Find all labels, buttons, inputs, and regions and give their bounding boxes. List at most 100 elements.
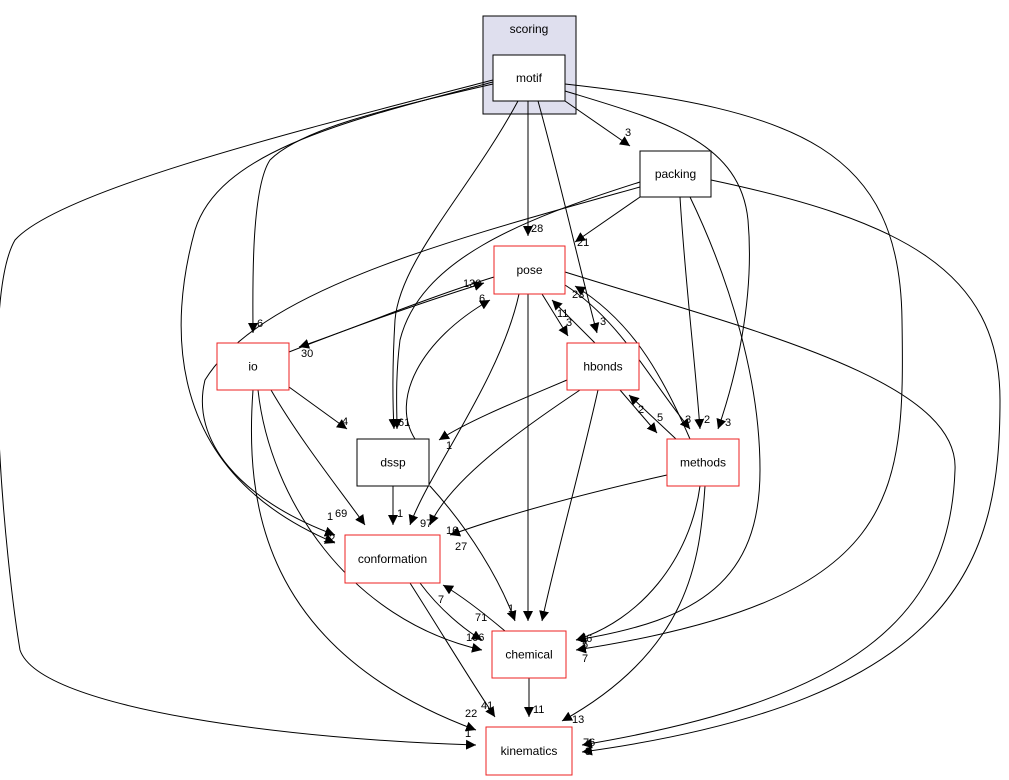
edge-label[interactable]: 5	[657, 412, 663, 424]
node-io[interactable]: io	[216, 342, 290, 391]
node-label[interactable]: dssp	[380, 456, 406, 470]
edge-methods-to-kinematics[interactable]: 13	[561, 485, 706, 726]
edge-pose-to-hbonds[interactable]: 3	[541, 293, 572, 337]
edge-label[interactable]: 1	[508, 603, 514, 615]
edge-label[interactable]: 69	[335, 508, 347, 520]
edge-label[interactable]: 11	[533, 704, 544, 716]
edge-label[interactable]: 6	[257, 318, 263, 330]
edge-label[interactable]: 1	[397, 508, 403, 520]
edge-label[interactable]: 23	[572, 289, 584, 301]
edge-label[interactable]: 1	[465, 728, 471, 740]
edge-motif-to-kinematics[interactable]: 1	[0, 79, 494, 750]
edge-io-to-pose[interactable]: 130	[288, 278, 485, 353]
edge-label[interactable]: 130	[463, 278, 481, 290]
edge-conformation-to-kinematics[interactable]: 41	[409, 582, 496, 718]
edge-label[interactable]: 21	[577, 237, 589, 249]
edge-label[interactable]: 6	[479, 293, 485, 305]
edge-motif-to-hbonds[interactable]: 3	[537, 100, 606, 334]
node-box[interactable]	[639, 150, 712, 198]
edge-methods-to-pose[interactable]: 23	[572, 285, 691, 440]
edge-label[interactable]: 97	[420, 518, 432, 530]
node-label[interactable]: pose	[516, 263, 542, 277]
edge-label[interactable]: 3	[685, 414, 691, 426]
edge-io-to-kinematics[interactable]: 22	[250, 389, 477, 732]
edge-label[interactable]: 11	[557, 308, 568, 320]
edge-label[interactable]: 1	[446, 440, 452, 452]
edge-label[interactable]: 106	[466, 632, 484, 644]
edge-packing-to-chemical[interactable]: 5	[575, 196, 761, 651]
edge-label[interactable]: 7	[438, 594, 444, 606]
node-methods[interactable]: methods	[666, 438, 740, 487]
edge-motif-to-chemical[interactable]: 7	[564, 83, 903, 665]
edge-label[interactable]: 16	[580, 633, 592, 645]
edge-packing-to-methods[interactable]: 2	[679, 196, 710, 430]
node-label[interactable]: kinematics	[501, 744, 558, 758]
edge-methods-to-hbonds[interactable]: 5	[628, 394, 677, 440]
edge-label[interactable]: 71	[475, 612, 487, 624]
edge-label[interactable]: 27	[455, 541, 467, 553]
edge-hbonds-to-dssp[interactable]: 1	[438, 379, 568, 452]
edge-conformation-to-chemical[interactable]: 71	[419, 582, 487, 641]
node-box[interactable]	[566, 342, 640, 391]
edge-packing-to-kinematics[interactable]: 3	[581, 179, 1001, 758]
edge-chemical-to-conformation[interactable]: 7	[438, 584, 506, 632]
edge-label[interactable]: 28	[531, 223, 543, 235]
node-conformation[interactable]: conformation	[344, 534, 441, 584]
node-label[interactable]: chemical	[505, 648, 552, 662]
edge-label[interactable]: 3	[566, 317, 572, 329]
edge-io-to-dssp[interactable]: 4	[288, 386, 348, 430]
edge-pose-to-chemical[interactable]: 116	[523, 294, 546, 646]
node-label[interactable]: io	[248, 360, 258, 374]
edge-motif-to-io[interactable]: 6	[247, 83, 494, 334]
edge-hbonds-to-chemical[interactable]: 64	[539, 389, 599, 646]
edge-pose-to-conformation[interactable]: 97	[408, 293, 520, 530]
edge-dssp-to-chemical[interactable]: 1	[429, 485, 517, 622]
node-pose[interactable]: pose	[493, 245, 566, 295]
node-box[interactable]	[491, 630, 567, 679]
edge-label[interactable]: 16	[446, 525, 458, 537]
edge-label[interactable]: 13	[572, 714, 584, 726]
edge-chemical-to-kinematics[interactable]: 11	[524, 678, 544, 717]
node-label[interactable]: motif	[516, 71, 543, 85]
edge-label[interactable]: 5	[582, 639, 588, 651]
edge-motif-to-pose[interactable]: 28	[523, 101, 543, 236]
node-label[interactable]: hbonds	[583, 360, 622, 374]
edge-label[interactable]: 1	[327, 511, 333, 523]
node-label[interactable]: packing	[655, 167, 696, 181]
edge-label[interactable]: 2	[704, 414, 710, 426]
node-packing[interactable]: packing	[639, 150, 712, 198]
edge-label[interactable]: 3	[600, 316, 606, 328]
edge-methods-to-conformation[interactable]: 27	[449, 474, 668, 553]
edge-hbonds-to-conformation[interactable]: 16	[429, 389, 581, 537]
node-label[interactable]: conformation	[358, 552, 427, 566]
node-motif[interactable]: motif	[492, 54, 566, 102]
edge-label[interactable]: 7	[582, 653, 588, 665]
edge-label[interactable]: 22	[465, 708, 477, 720]
node-dssp[interactable]: dssp	[356, 438, 430, 487]
edge-packing-to-pose[interactable]: 21	[574, 196, 641, 249]
edge-label[interactable]: 4	[342, 416, 348, 428]
node-kinematics[interactable]: kinematics	[485, 726, 573, 776]
node-box[interactable]	[493, 245, 566, 295]
edge-motif-to-methods[interactable]: 3	[564, 90, 750, 430]
edge-label[interactable]: 2	[638, 404, 644, 416]
node-box[interactable]	[344, 534, 441, 584]
edge-motif-to-packing[interactable]: 3	[564, 100, 631, 147]
node-label[interactable]: methods	[680, 456, 726, 470]
edge-label[interactable]: 3	[725, 417, 731, 429]
edge-label[interactable]: 3	[585, 746, 591, 758]
edge-hbonds-to-pose[interactable]: 11	[551, 299, 596, 344]
edge-io-to-conformation[interactable]: 69	[270, 389, 366, 526]
node-box[interactable]	[492, 54, 566, 102]
edge-label[interactable]: 41	[481, 700, 493, 712]
node-box[interactable]	[216, 342, 290, 391]
node-chemical[interactable]: chemical	[491, 630, 567, 679]
edge-label[interactable]: 76	[583, 737, 595, 749]
edge-pose-to-kinematics[interactable]: 76	[564, 271, 956, 749]
edge-hbonds-to-methods[interactable]: 2	[619, 389, 658, 434]
node-box[interactable]	[485, 726, 573, 776]
node-box[interactable]	[666, 438, 740, 487]
edge-io-to-chemical[interactable]: 106	[257, 389, 484, 653]
node-box[interactable]	[356, 438, 430, 487]
node-hbonds[interactable]: hbonds	[566, 342, 640, 391]
